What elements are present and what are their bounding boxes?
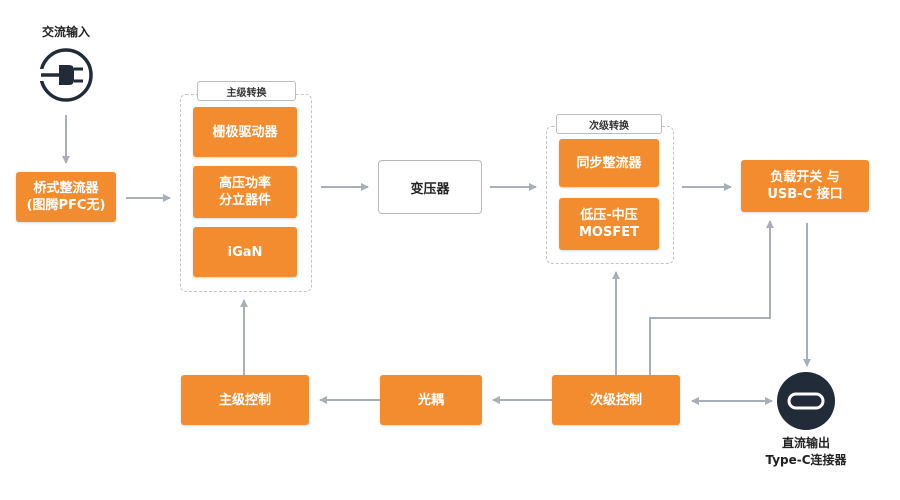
gate-driver-node: 栅极驱动器	[193, 107, 297, 157]
dc-output-line2: Type-C连接器	[765, 453, 847, 467]
hv-power-discrete-node: 高压功率 分立器件	[193, 166, 297, 218]
primary-control-node: 主级控制	[181, 375, 309, 425]
sync-rectifier-node: 同步整流器	[559, 139, 659, 187]
usb-c-port-icon	[777, 372, 835, 430]
load-switch-usbc-node: 负载开关 与 USB-C 接口	[741, 160, 869, 212]
primary-group-label: 主级转换	[197, 81, 296, 101]
optocoupler-node: 光耦	[380, 375, 482, 425]
arrow-secctrl-to-loadswitch	[649, 220, 774, 375]
igan-node: iGaN	[193, 227, 297, 277]
bridge-rectifier-node: 桥式整流器 (图腾PFC无)	[16, 172, 116, 222]
plug-icon	[38, 47, 94, 103]
dc-output-label: 直流输出 Type-C连接器	[748, 435, 864, 469]
secondary-group-label: 次级转换	[556, 114, 662, 134]
lv-mv-mosfet-node: 低压-中压 MOSFET	[559, 198, 659, 250]
dc-output-line1: 直流输出	[781, 436, 830, 450]
secondary-control-node: 次级控制	[552, 375, 680, 425]
transformer-node: 变压器	[378, 160, 482, 214]
ac-input-label: 交流输入	[41, 25, 90, 39]
